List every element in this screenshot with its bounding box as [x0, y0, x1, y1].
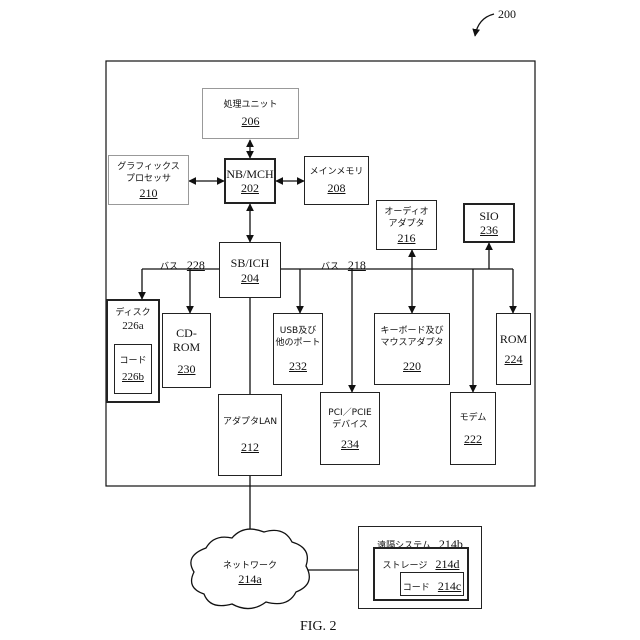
sb-ich-label: SB/ICH — [231, 256, 270, 270]
nb-mch-label: NB/MCH — [226, 167, 273, 181]
pci-pcie-ref: 234 — [341, 437, 359, 451]
network-text: ネットワーク 214a — [218, 560, 282, 586]
figure-caption: FIG. 2 — [300, 619, 337, 635]
rom-label: ROM — [500, 332, 527, 346]
network-label: ネットワーク — [218, 560, 282, 572]
graphics-processor-label: グラフィックス プロセッサ — [117, 161, 180, 185]
modem-ref: 222 — [464, 432, 482, 446]
figure-ref-arrow — [475, 14, 494, 36]
remote-code-label: コード — [403, 583, 430, 593]
audio-adapter-ref: 216 — [398, 231, 416, 245]
disk-label: ディスク — [115, 307, 150, 319]
left-bus-name: バス — [160, 262, 178, 272]
remote-code-title: コード 214c — [403, 575, 461, 594]
remote-code-block: コード 214c — [400, 572, 464, 596]
lan-adapter-block: アダプタLAN 212 — [218, 394, 282, 476]
right-bus-name: バス — [321, 262, 339, 272]
disk-code-label: コード — [119, 355, 146, 367]
main-memory-label: メインメモリ — [310, 166, 364, 178]
main-memory-ref: 208 — [328, 181, 346, 195]
left-bus-ref: 228 — [187, 258, 205, 272]
keyboard-mouse-adapter-block: キーボード及び マウスアダプタ 220 — [374, 313, 450, 385]
usb-ports-ref: 232 — [289, 359, 307, 373]
main-memory-block: メインメモリ 208 — [304, 156, 369, 205]
modem-block: モデム 222 — [450, 392, 496, 465]
usb-ports-block: USB及び 他のポート 232 — [273, 313, 323, 385]
sio-block: SIO 236 — [463, 203, 515, 243]
nb-mch-ref: 202 — [241, 181, 259, 195]
network-ref: 214a — [218, 572, 282, 586]
sio-label: SIO — [479, 209, 498, 223]
keyboard-mouse-adapter-label: キーボード及び マウスアダプタ — [380, 325, 443, 349]
storage-title: ストレージ 214d — [383, 553, 460, 572]
disk-ref: 226a — [122, 319, 143, 333]
storage-label: ストレージ — [383, 561, 428, 571]
processing-unit-label: 処理ユニット — [223, 99, 277, 111]
pci-pcie-label: PCI／PCIE デバイス — [328, 407, 371, 431]
processing-unit-ref: 206 — [242, 114, 260, 128]
graphics-processor-ref: 210 — [140, 186, 158, 200]
figure-number: 200 — [498, 7, 516, 22]
storage-ref: 214d — [435, 557, 459, 571]
keyboard-mouse-adapter-ref: 220 — [403, 359, 421, 373]
graphics-processor-block: グラフィックス プロセッサ 210 — [108, 155, 189, 205]
sio-ref: 236 — [480, 223, 498, 237]
processing-unit-block: 処理ユニット 206 — [202, 88, 299, 139]
usb-ports-label: USB及び 他のポート — [275, 325, 320, 349]
pci-pcie-block: PCI／PCIE デバイス 234 — [320, 392, 380, 465]
rom-ref: 224 — [505, 352, 523, 366]
audio-adapter-label: オーディオ アダプタ — [384, 206, 428, 230]
right-bus-ref: 218 — [348, 258, 366, 272]
right-bus-label: バス 218 — [321, 258, 366, 273]
disk-code-block: コード 226b — [114, 344, 152, 394]
nb-mch-block: NB/MCH 202 — [224, 158, 276, 204]
lan-adapter-ref: 212 — [241, 440, 259, 454]
left-bus-label: バス 228 — [160, 258, 205, 273]
sb-ich-ref: 204 — [241, 271, 259, 285]
modem-label: モデム — [460, 412, 487, 424]
audio-adapter-block: オーディオ アダプタ 216 — [376, 200, 437, 250]
lan-adapter-label: アダプタLAN — [223, 416, 277, 428]
disk-code-ref: 226b — [122, 370, 144, 384]
rom-block: ROM 224 — [496, 313, 531, 385]
remote-code-ref: 214c — [438, 579, 461, 593]
cd-rom-label: CD-ROM — [163, 326, 210, 354]
sb-ich-block: SB/ICH 204 — [219, 242, 281, 298]
cd-rom-ref: 230 — [178, 362, 196, 376]
cd-rom-block: CD-ROM 230 — [162, 313, 211, 388]
